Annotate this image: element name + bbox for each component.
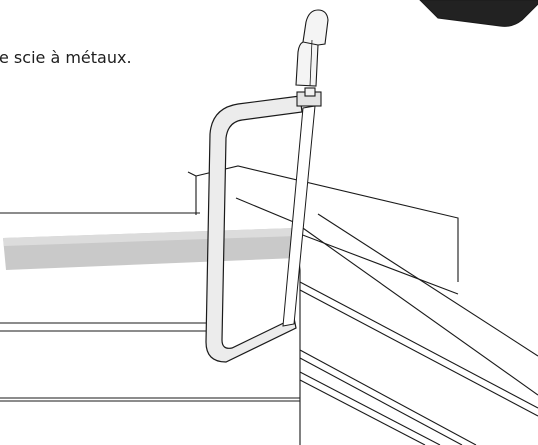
caption-text: e scie à métaux. <box>0 48 132 67</box>
hacksaw-clamp <box>296 87 322 107</box>
dark-tool-corner <box>419 0 538 27</box>
mitre-box <box>0 165 538 445</box>
hacksaw-handle <box>295 9 329 87</box>
hacksaw-blade <box>282 105 316 327</box>
metal-bar <box>3 228 297 270</box>
